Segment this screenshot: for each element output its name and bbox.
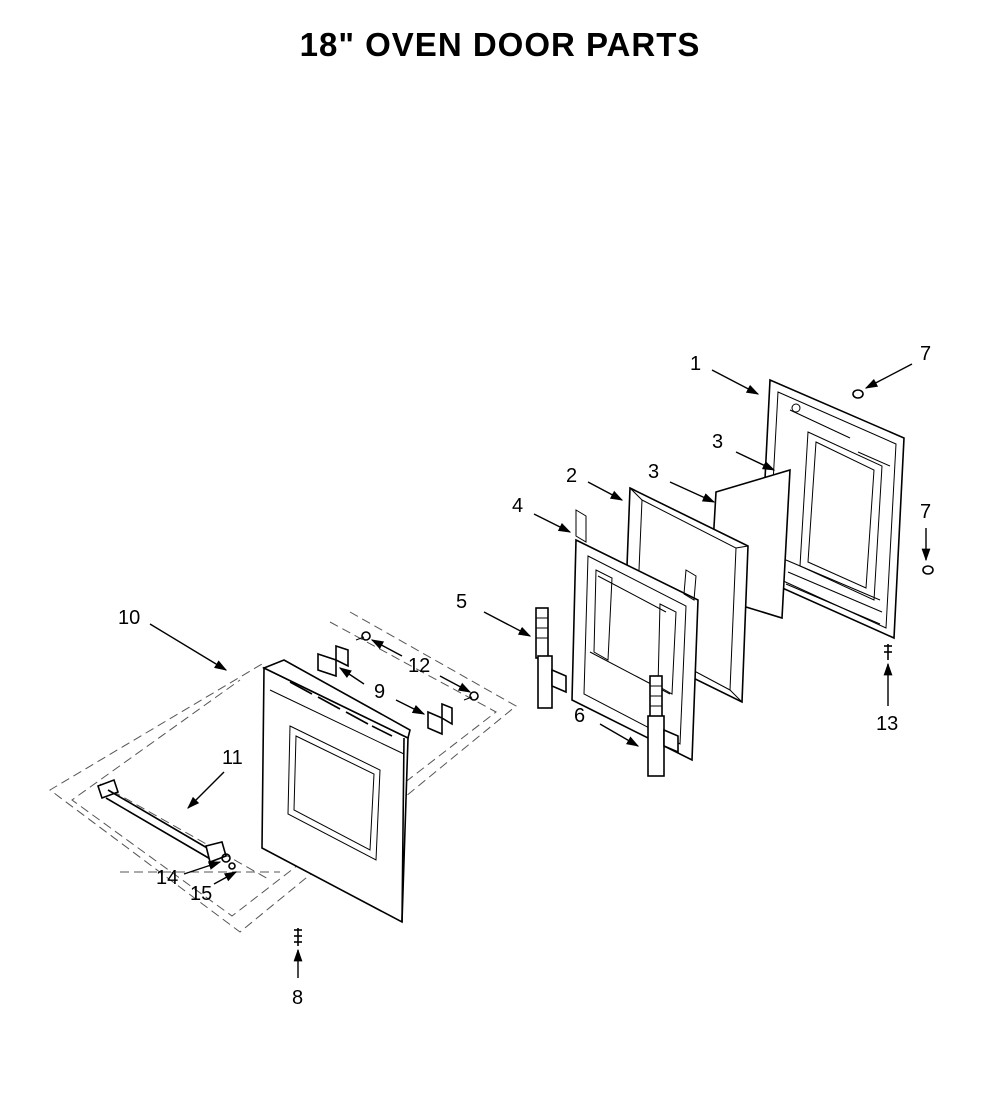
callout-15: 15 [190, 883, 212, 905]
callout-13: 13 [876, 713, 898, 735]
part-7-screws [852, 389, 934, 575]
part-13-screw [884, 644, 892, 660]
diagram-title: 18" OVEN DOOR PARTS [299, 26, 701, 63]
callout-14: 14 [156, 867, 178, 889]
callout-5: 5 [456, 591, 467, 613]
callout-7-side: 7 [920, 501, 931, 523]
part-10-outer-door [49, 611, 517, 933]
callout-3-front: 3 [648, 461, 659, 483]
part-14-15-hardware [221, 853, 236, 870]
callout-7-top: 7 [920, 343, 931, 365]
part-4-door-liner-frame [571, 509, 699, 762]
callout-1: 1 [690, 353, 701, 375]
callout-2: 2 [566, 465, 577, 487]
callout-3-rear: 3 [712, 431, 723, 453]
callout-12: 12 [408, 655, 430, 677]
callout-11: 11 [222, 747, 243, 769]
callout-8: 8 [292, 987, 303, 1009]
callout-4: 4 [512, 495, 523, 517]
leader-arrows [149, 363, 931, 978]
part-6-hinge [647, 675, 679, 777]
callout-10: 10 [118, 607, 140, 629]
part-11-handle-rod [96, 778, 227, 864]
part-12-screws [355, 631, 479, 701]
part-9-bracket [317, 644, 453, 736]
callout-6: 6 [574, 705, 585, 727]
callout-labels: 1 7 3 3 2 4 7 5 6 13 10 12 9 11 14 15 8 [118, 343, 931, 1009]
part-8-screw [294, 928, 302, 946]
callout-9: 9 [374, 681, 385, 703]
part-5-hinge [535, 607, 567, 709]
